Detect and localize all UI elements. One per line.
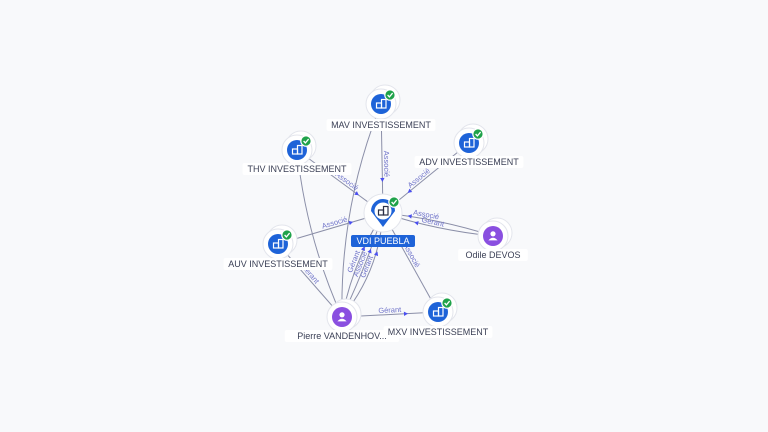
check-badge-icon <box>472 128 484 140</box>
edge-label: Gérant <box>378 305 402 315</box>
edge-arrow-icon <box>354 191 359 196</box>
node-label-background <box>383 326 493 338</box>
node-label-background <box>242 163 352 175</box>
node-label-background <box>458 249 528 261</box>
node-label-background <box>284 330 400 342</box>
node-label-text: THV INVESTISSEMENT <box>247 164 347 174</box>
node-label: Odile DEVOS <box>458 249 528 261</box>
node-label-background <box>351 235 415 247</box>
node-label-text: AUV INVESTISSEMENT <box>228 259 328 269</box>
user-icon <box>337 312 347 322</box>
node-label-text: MXV INVESTISSEMENT <box>388 327 489 337</box>
building-icon <box>375 98 387 109</box>
node-label-text: Pierre VANDENHOV... <box>297 331 387 341</box>
node-label-text: ADV INVESTISSEMENT <box>419 157 519 167</box>
building-icon <box>272 238 284 249</box>
edge-label-group: Associé <box>380 151 391 182</box>
edge-arrow-icon <box>407 214 413 219</box>
edge-label: Associé <box>382 151 391 177</box>
graph-node-auv[interactable]: AUV INVESTISSEMENT <box>223 224 333 270</box>
check-badge-icon <box>388 196 400 208</box>
edge-arrow-icon <box>360 246 366 251</box>
edge-arrow-icon <box>380 177 385 182</box>
edge-label-group: Associé <box>406 166 432 193</box>
graph-node-adv[interactable]: ADV INVESTISSEMENT <box>414 123 524 168</box>
check-badge-icon <box>281 229 293 241</box>
node-label-background <box>414 156 524 168</box>
edge-arrow-icon <box>367 248 372 254</box>
node-label-text: Odile DEVOS <box>465 250 520 260</box>
node-label: ADV INVESTISSEMENT <box>414 156 524 168</box>
edge-label: Associé <box>321 215 349 231</box>
edge-arrow-icon <box>348 220 354 226</box>
edge-arrow-icon <box>414 221 419 226</box>
graph-node-odile[interactable]: Odile DEVOS <box>458 217 528 261</box>
building-icon <box>377 205 389 216</box>
graph-node-thv[interactable]: THV INVESTISSEMENT <box>242 130 352 175</box>
node-label: VDI PUEBLA <box>351 235 415 247</box>
node-label-background <box>326 119 436 131</box>
edge-arrow-icon <box>403 311 408 316</box>
building-icon <box>432 306 444 317</box>
graph-node-mav[interactable]: MAV INVESTISSEMENT <box>326 84 436 131</box>
node-label: MXV INVESTISSEMENT <box>383 326 493 338</box>
edge-label: Associé <box>406 166 432 190</box>
node-label-text: MAV INVESTISSEMENT <box>331 120 431 130</box>
check-badge-icon <box>384 89 396 101</box>
node-label: AUV INVESTISSEMENT <box>223 258 333 270</box>
user-icon <box>488 231 498 241</box>
node-label-text: VDI PUEBLA <box>356 236 409 246</box>
node-label: Pierre VANDENHOV... <box>284 330 400 342</box>
edge-arrow-icon <box>373 251 379 257</box>
node-label: THV INVESTISSEMENT <box>242 163 352 175</box>
building-icon <box>291 144 303 155</box>
edge-label-group: Gérant <box>378 305 408 316</box>
graph-node-pierre[interactable]: Pierre VANDENHOV... <box>284 298 400 342</box>
building-icon <box>463 137 475 148</box>
graph-node-center[interactable]: VDI PUEBLA <box>351 193 415 247</box>
graph-node-mxv[interactable]: MXV INVESTISSEMENT <box>383 292 493 338</box>
edge-arrow-icon <box>407 188 413 193</box>
check-badge-icon <box>300 135 312 147</box>
check-badge-icon <box>441 297 453 309</box>
node-label-background <box>223 258 333 270</box>
node-label: MAV INVESTISSEMENT <box>326 119 436 131</box>
